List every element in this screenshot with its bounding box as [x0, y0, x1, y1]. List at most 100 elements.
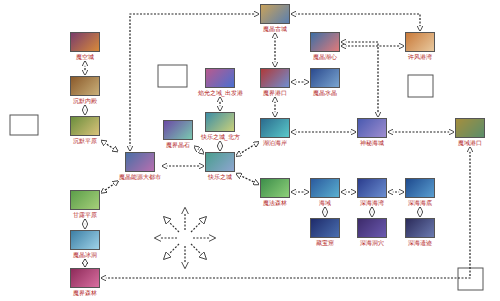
- scene-thumbnail: [310, 68, 340, 88]
- map-location: 沉默平原: [69, 115, 101, 145]
- location-label: 魔界港口: [263, 89, 287, 96]
- location-label: 深海海湾: [360, 199, 384, 206]
- map-location: 藏宝窟: [309, 217, 341, 247]
- scene-thumbnail: [455, 118, 485, 138]
- route-connector: [371, 207, 372, 217]
- map-location: 魔晶水晶: [309, 67, 341, 97]
- map-location: 神秘海城: [356, 117, 388, 147]
- map-location: 海域: [309, 177, 341, 207]
- map-location: 深海遗迹: [404, 217, 436, 247]
- location-label: 魔晶湖心: [313, 53, 337, 60]
- location-label: 魔界晶石: [166, 141, 190, 148]
- map-location: 深海海湾: [356, 177, 388, 207]
- location-label: 快乐之城_北方: [201, 133, 240, 140]
- map-location: 焰光之域_出发港: [197, 67, 244, 97]
- scene-thumbnail: [310, 178, 340, 198]
- map-location: 魔晶能源大都市: [118, 151, 162, 181]
- location-label: 深海海底: [408, 199, 432, 206]
- scene-thumbnail: [260, 4, 290, 24]
- route-connector: [84, 259, 85, 267]
- route-connector: [101, 181, 118, 193]
- location-label: 魔晶冰洞: [73, 251, 97, 258]
- location-label: 深海遗迹: [408, 239, 432, 246]
- map-location: 魔法森林: [259, 177, 291, 207]
- route-connector: [341, 45, 404, 46]
- route-connector: [324, 207, 325, 217]
- route-connector: [388, 131, 454, 132]
- location-label: 沉默平原: [73, 137, 97, 144]
- compass-arrows: [155, 208, 215, 268]
- location-label: 焰光之域_出发港: [198, 89, 243, 96]
- route-connector: [341, 191, 356, 192]
- route-connector: [419, 207, 420, 217]
- location-label: 快乐之城: [208, 173, 232, 180]
- scene-thumbnail: [70, 76, 100, 96]
- location-label: 沉默内殿: [73, 97, 97, 104]
- scene-thumbnail: [163, 120, 193, 140]
- map-location: 许风港湾: [404, 31, 436, 61]
- route-connector: [162, 165, 204, 166]
- scene-thumbnail: [405, 218, 435, 238]
- map-location: 湖泊海岸: [259, 117, 291, 147]
- route-connector: [84, 61, 85, 75]
- location-label: 魔界森林: [73, 289, 97, 296]
- route-connector: [291, 14, 420, 31]
- map-location: 沉默内殿: [69, 75, 101, 105]
- location-label: 魔晶古城: [263, 25, 287, 32]
- map-location: 魔空城: [69, 31, 101, 61]
- location-label: 魔晶水晶: [313, 89, 337, 96]
- scene-thumbnail: [357, 118, 387, 138]
- empty-box: [158, 65, 187, 87]
- map-location: 深海洞穴: [356, 217, 388, 247]
- map-location: 魔晶冰洞: [69, 229, 101, 259]
- map-location: 深海海底: [404, 177, 436, 207]
- scene-thumbnail: [70, 190, 100, 210]
- scene-thumbnail: [260, 118, 290, 138]
- route-connector: [84, 105, 85, 115]
- route-connector: [388, 191, 404, 192]
- scene-thumbnail: [310, 218, 340, 238]
- location-label: 魔域港口: [458, 139, 482, 146]
- map-location: 魔域港口: [454, 117, 486, 147]
- location-label: 许风港湾: [408, 53, 432, 60]
- route-connector: [101, 147, 470, 278]
- location-label: 魔空城: [76, 53, 94, 60]
- scene-thumbnail: [405, 32, 435, 52]
- route-connector: [84, 219, 85, 229]
- route-connector: [219, 141, 220, 151]
- location-label: 湖泊海岸: [263, 139, 287, 146]
- map-location: 魔晶湖心: [309, 31, 341, 61]
- location-label: 藏宝窟: [316, 239, 334, 246]
- scene-thumbnail: [260, 178, 290, 198]
- scene-thumbnail: [205, 152, 235, 172]
- empty-box: [10, 115, 38, 135]
- map-location: 魔界晶石: [162, 119, 194, 149]
- location-label: 海域: [319, 199, 331, 206]
- location-label: 魔晶能源大都市: [119, 173, 161, 180]
- map-location: 魔界森林: [69, 267, 101, 297]
- map-location: 快乐之城: [204, 151, 236, 181]
- scene-thumbnail: [125, 152, 155, 172]
- scene-thumbnail: [70, 32, 100, 52]
- scene-thumbnail: [70, 116, 100, 136]
- scene-thumbnail: [357, 218, 387, 238]
- route-connector: [130, 14, 259, 151]
- route-connector: [219, 97, 220, 111]
- scene-thumbnail: [405, 178, 435, 198]
- location-label: 神秘海城: [360, 139, 384, 146]
- map-location: 魔界港口: [259, 67, 291, 97]
- route-connector: [236, 174, 259, 185]
- map-location: 魔晶古城: [259, 3, 291, 33]
- route-connector: [101, 140, 118, 151]
- route-connector: [291, 191, 309, 192]
- route-connector: [341, 42, 378, 117]
- route-connector: [236, 142, 259, 156]
- scene-thumbnail: [70, 230, 100, 250]
- route-connector: [291, 131, 356, 132]
- scene-thumbnail: [260, 68, 290, 88]
- map-location: 快乐之城_北方: [200, 111, 241, 141]
- scene-thumbnail: [310, 32, 340, 52]
- map-location: 甘露平原: [69, 189, 101, 219]
- route-connector: [291, 81, 309, 82]
- location-label: 深海洞穴: [360, 239, 384, 246]
